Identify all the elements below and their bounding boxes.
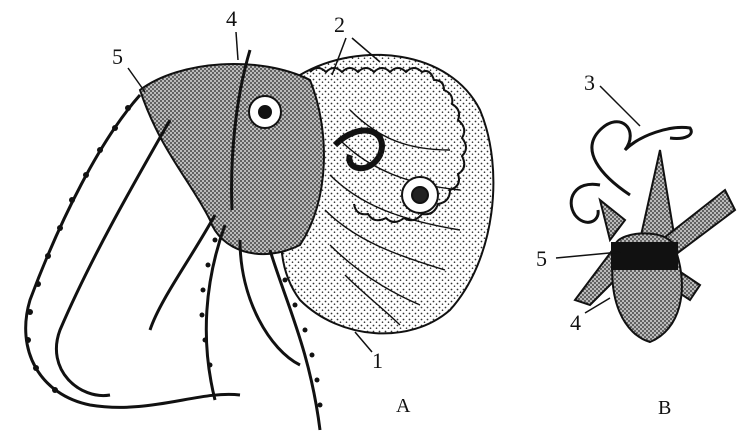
label-part-5-a: 5 xyxy=(112,46,123,68)
panel-b-label: B xyxy=(658,398,671,418)
panel-a-drawing xyxy=(25,50,493,430)
dark-band xyxy=(612,243,677,269)
label-part-4-b: 4 xyxy=(570,312,581,334)
panel-b-drawing xyxy=(571,122,735,342)
long-tentacle xyxy=(592,122,691,195)
label-part-1-a: 1 xyxy=(372,350,383,372)
label-part-2-a: 2 xyxy=(334,14,345,36)
label-part-5-b: 5 xyxy=(536,248,547,270)
label-part-4-a: 4 xyxy=(226,8,237,30)
label-part-3-b: 3 xyxy=(584,72,595,94)
panel-a-label: A xyxy=(396,396,410,416)
